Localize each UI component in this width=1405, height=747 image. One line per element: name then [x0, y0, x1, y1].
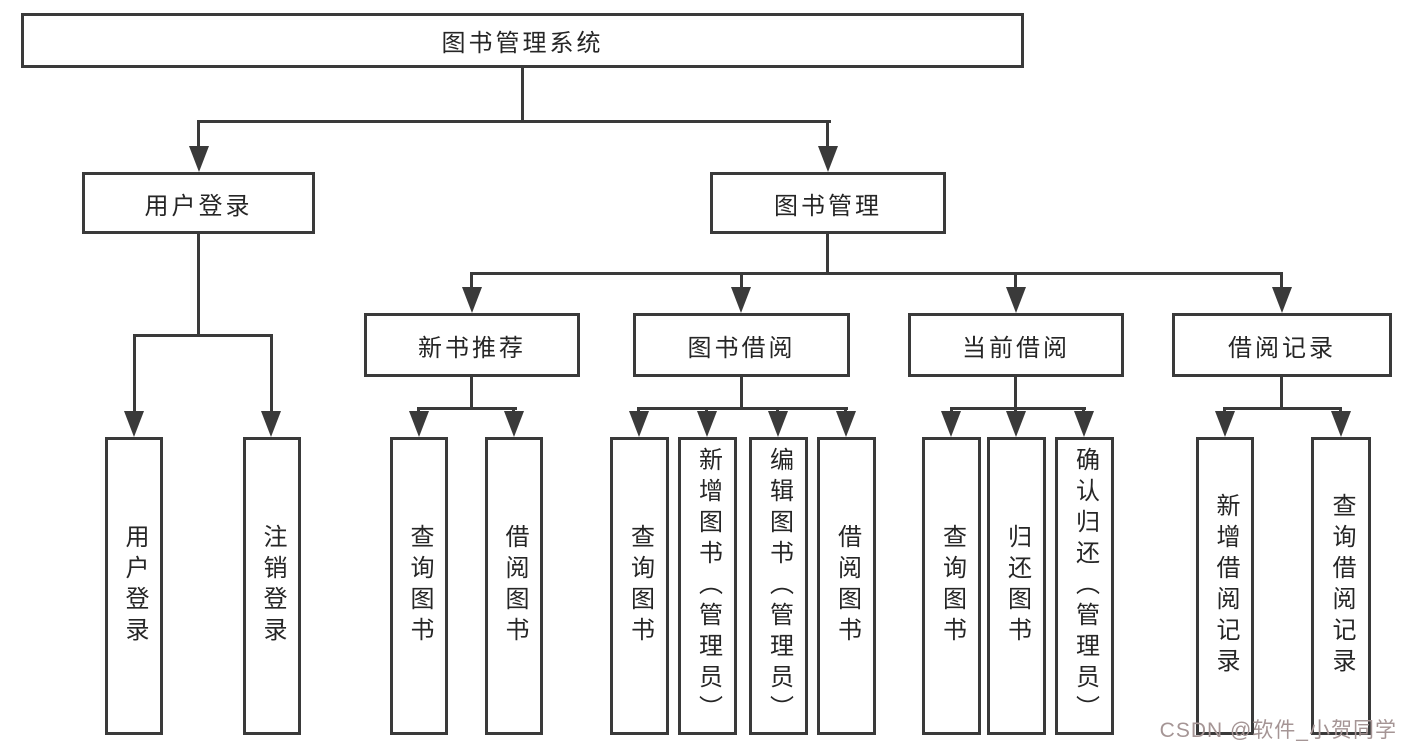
leaf-borrow-edit-books-admin-label: 编辑图书（管理员）: [765, 446, 793, 726]
connector-line: [826, 234, 829, 274]
connector-line: [826, 120, 829, 148]
connector-line: [133, 334, 136, 413]
leaf-record-query-record-label: 查询借阅记录: [1328, 493, 1355, 679]
leaf-borrow-borrow-books: 借阅图书: [817, 437, 876, 735]
leaf-user-login-label: 用户登录: [121, 524, 148, 648]
node-new-book-recommend-label: 新书推荐: [418, 334, 526, 362]
node-borrow-record: 借阅记录: [1172, 313, 1392, 377]
leaf-record-add-record-label: 新增借阅记录: [1212, 493, 1239, 679]
leaf-newrec-query-books-label: 查询图书: [406, 524, 433, 648]
connector-line: [637, 407, 848, 410]
connector-line: [198, 120, 831, 123]
connector-line: [197, 120, 200, 148]
node-borrow-record-label: 借阅记录: [1228, 334, 1336, 362]
arrow-down-icon: [409, 411, 429, 437]
node-current-borrow-label: 当前借阅: [962, 334, 1070, 362]
leaf-logout-label: 注销登录: [259, 524, 286, 648]
node-user-login: 用户登录: [82, 172, 315, 234]
arrow-down-icon: [1074, 411, 1094, 437]
arrow-down-icon: [504, 411, 524, 437]
arrow-down-icon: [941, 411, 961, 437]
node-book-borrow: 图书借阅: [633, 313, 850, 377]
arrow-down-icon: [1331, 411, 1351, 437]
arrow-down-icon: [697, 411, 717, 437]
leaf-current-return-books-label: 归还图书: [1003, 524, 1031, 648]
leaf-current-confirm-return-admin-label: 确认归还（管理员）: [1071, 446, 1099, 726]
arrow-down-icon: [1272, 287, 1292, 313]
node-book-management: 图书管理: [710, 172, 946, 234]
leaf-record-add-record: 新增借阅记录: [1196, 437, 1254, 735]
leaf-borrow-add-books-admin: 新增图书（管理员）: [678, 437, 737, 735]
leaf-newrec-borrow-books: 借阅图书: [485, 437, 543, 735]
leaf-current-query-books-label: 查询图书: [938, 524, 966, 648]
leaf-current-query-books: 查询图书: [922, 437, 981, 735]
connector-line: [1223, 407, 1342, 410]
connector-line: [950, 407, 1086, 410]
arrow-down-icon: [1006, 411, 1026, 437]
arrow-down-icon: [261, 411, 281, 437]
arrow-down-icon: [124, 411, 144, 437]
connector-line: [470, 377, 473, 409]
leaf-newrec-query-books: 查询图书: [390, 437, 448, 735]
connector-line: [270, 334, 273, 413]
node-book-borrow-label: 图书借阅: [687, 334, 796, 362]
arrow-down-icon: [629, 411, 649, 437]
arrow-down-icon: [189, 146, 209, 172]
connector-line: [197, 234, 200, 336]
connector-line: [471, 272, 1283, 275]
leaf-borrow-add-books-admin-label: 新增图书（管理员）: [694, 446, 722, 726]
arrow-down-icon: [818, 146, 838, 172]
node-root: 图书管理系统: [21, 13, 1024, 68]
arrow-down-icon: [1215, 411, 1235, 437]
connector-line: [417, 407, 517, 410]
connector-line: [521, 68, 524, 122]
arrow-down-icon: [836, 411, 856, 437]
arrow-down-icon: [1006, 287, 1026, 313]
leaf-borrow-query-books: 查询图书: [610, 437, 669, 735]
leaf-logout: 注销登录: [243, 437, 301, 735]
leaf-borrow-borrow-books-label: 借阅图书: [833, 524, 861, 648]
connector-line: [740, 377, 743, 409]
connector-line: [1280, 377, 1283, 409]
arrow-down-icon: [462, 287, 482, 313]
node-user-login-label: 用户登录: [144, 192, 253, 220]
connector-line: [1014, 272, 1017, 288]
arrow-down-icon: [731, 287, 751, 313]
connector-line: [1014, 377, 1017, 409]
leaf-current-return-books: 归还图书: [987, 437, 1046, 735]
arrow-down-icon: [768, 411, 788, 437]
leaf-borrow-query-books-label: 查询图书: [626, 524, 654, 648]
node-root-label: 图书管理系统: [441, 30, 604, 57]
connector-line: [740, 272, 743, 288]
leaf-user-login: 用户登录: [105, 437, 163, 735]
leaf-newrec-borrow-books-label: 借阅图书: [501, 524, 528, 648]
node-book-management-label: 图书管理: [774, 192, 882, 220]
connector-line: [133, 334, 273, 337]
csdn-watermark: CSDN @软件_小贺同学: [1159, 719, 1397, 742]
node-new-book-recommend: 新书推荐: [364, 313, 580, 377]
node-current-borrow: 当前借阅: [908, 313, 1124, 377]
leaf-current-confirm-return-admin: 确认归还（管理员）: [1055, 437, 1114, 735]
connector-line: [1280, 272, 1283, 288]
connector-line: [470, 272, 473, 288]
leaf-borrow-edit-books-admin: 编辑图书（管理员）: [749, 437, 808, 735]
leaf-record-query-record: 查询借阅记录: [1311, 437, 1371, 735]
